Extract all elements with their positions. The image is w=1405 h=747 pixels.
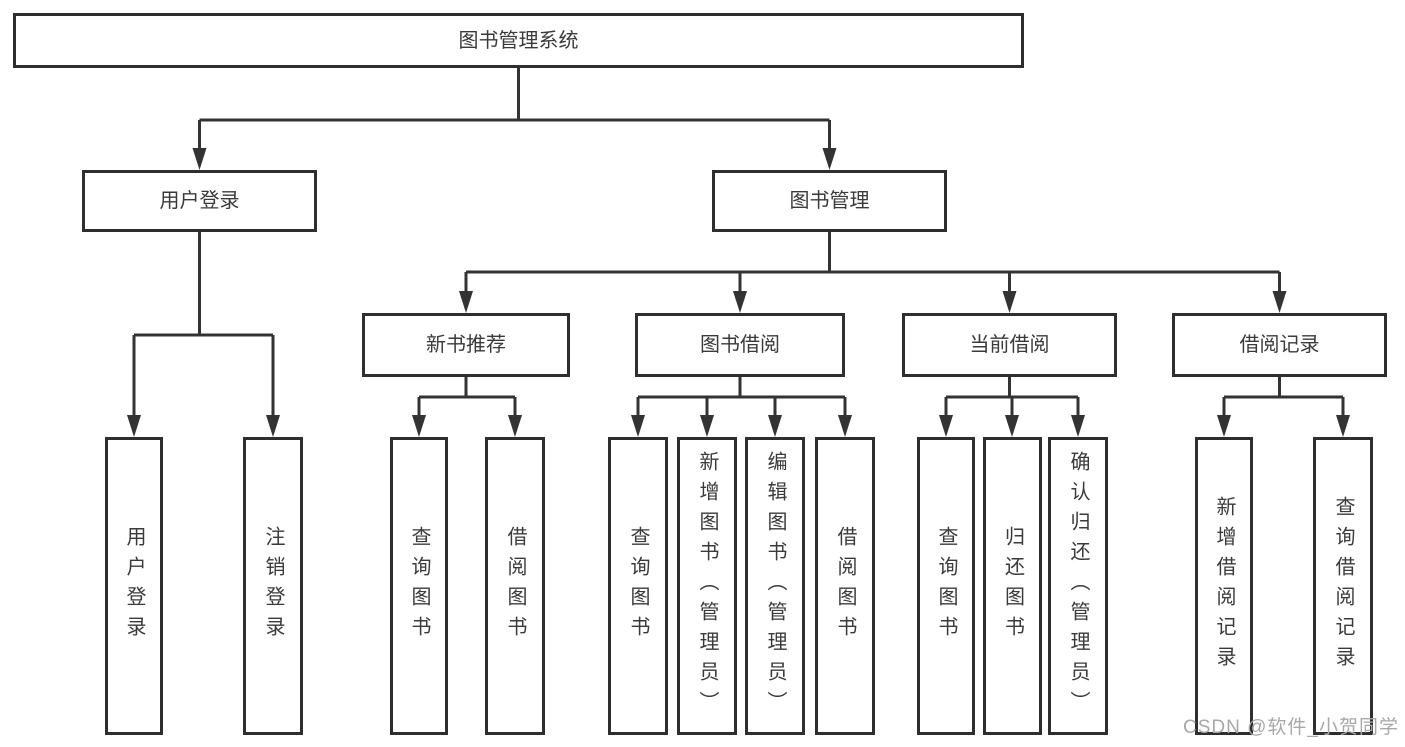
node-label: 归还图书 [1001,526,1024,646]
node-root-system: 图书管理系统 [13,13,1024,68]
csdn-watermark: CSDN @软件_小贺同学 [1183,717,1399,738]
leaf-query-books-current: 查询图书 [917,437,975,735]
node-label: 注销登录 [262,526,284,646]
node-book-borrowing: 图书借阅 [635,313,845,377]
node-borrow-records: 借阅记录 [1172,313,1387,377]
node-label: 图书借阅 [700,334,780,356]
leaf-edit-books-admin: 编辑图书（管理员） [745,437,805,735]
leaf-query-books-borrowing: 查询图书 [608,437,668,735]
leaf-add-books-admin: 新增图书（管理员） [677,437,737,735]
node-label: 查询图书 [408,526,430,646]
node-label: 新增图书（管理员） [696,451,718,721]
node-label: 借阅图书 [834,526,856,646]
leaf-query-books-recommend: 查询图书 [390,437,448,735]
node-label: 查询借阅记录 [1332,496,1354,676]
leaf-add-borrow-record: 新增借阅记录 [1195,437,1253,735]
node-label: 图书管理系统 [458,29,579,52]
node-label: 新书推荐 [426,334,506,356]
node-label: 当前借阅 [969,334,1050,356]
leaf-confirm-return-admin: 确认归还（管理员） [1048,437,1108,735]
node-label: 借阅记录 [1239,334,1320,356]
node-new-book-recommend: 新书推荐 [362,313,570,377]
node-label: 借阅图书 [504,526,526,646]
node-label: 用户登录 [159,190,240,212]
node-label: 图书管理 [789,190,870,212]
node-book-management: 图书管理 [712,170,947,232]
leaf-borrow-books-recommend: 借阅图书 [485,437,545,735]
leaf-user-login: 用户登录 [105,437,163,735]
node-label: 新增借阅记录 [1213,496,1235,676]
node-label: 查询图书 [627,526,649,646]
leaf-query-borrow-record: 查询借阅记录 [1313,437,1373,735]
leaf-return-books: 归还图书 [983,437,1042,735]
leaf-logout: 注销登录 [243,437,303,735]
node-label: 编辑图书（管理员） [764,451,786,721]
node-current-borrowing: 当前借阅 [902,313,1117,377]
node-label: 查询图书 [935,526,957,646]
node-label: 确认归还（管理员） [1067,451,1089,721]
node-label: 用户登录 [123,526,145,646]
node-user-login: 用户登录 [82,170,317,232]
leaf-borrow-books: 借阅图书 [815,437,875,735]
